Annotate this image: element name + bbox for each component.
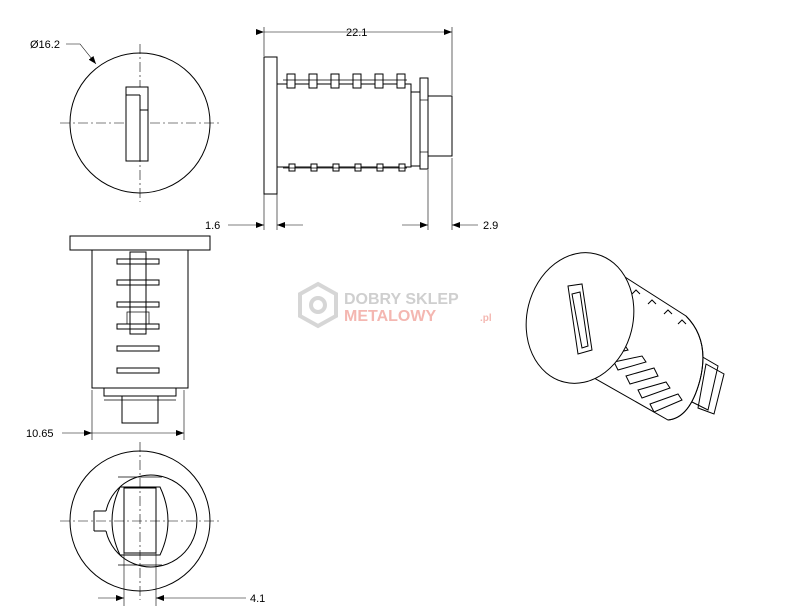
tail-dimension: 2.9 [402, 158, 498, 232]
flange-thickness-label: 1.6 [205, 220, 220, 232]
isometric-view [525, 252, 725, 421]
front-view [60, 44, 220, 202]
rear-view [60, 442, 220, 600]
watermark-line1: DOBRY SKLEP [344, 291, 459, 308]
flange-dimension: 1.6 [205, 194, 303, 232]
watermark-line2: METALOWY [344, 308, 436, 325]
watermark: DOBRY SKLEP METALOWY .pl [298, 281, 492, 329]
width-dimension: 10.65 [26, 390, 185, 440]
watermark-logo-icon [298, 281, 338, 329]
watermark-suffix: .pl [480, 313, 492, 324]
top-view [69, 235, 211, 424]
tumblers-top [283, 73, 407, 89]
tumbler-slots [116, 251, 160, 374]
slot-width-label: 4.1 [250, 593, 265, 605]
slot-dimension: 4.1 [98, 553, 265, 606]
side-view [263, 56, 453, 195]
tail-length-label: 2.9 [483, 220, 498, 232]
diameter-dimension: Ø16.2 [30, 39, 97, 65]
length-dimension: 22.1 [256, 27, 453, 95]
body-width-label: 10.65 [26, 428, 54, 440]
length-label: 22.1 [346, 27, 367, 39]
tumblers-bottom [283, 163, 407, 172]
diameter-label: Ø16.2 [30, 39, 60, 51]
